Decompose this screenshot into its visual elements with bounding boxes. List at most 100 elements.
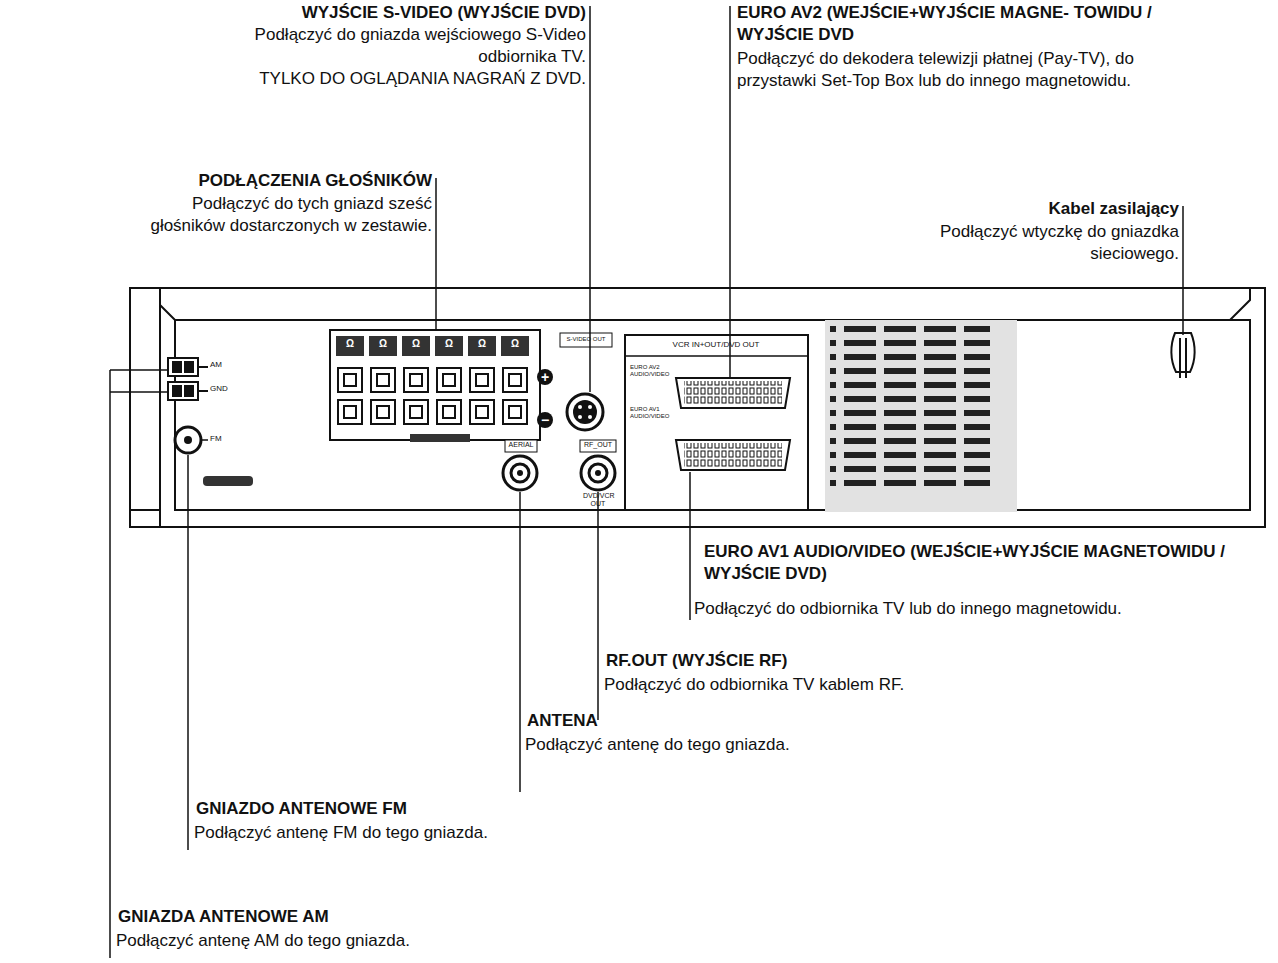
speaker-terminal — [443, 374, 455, 386]
panel-part — [203, 476, 253, 486]
speaker-terminal — [377, 374, 389, 386]
speaker-terminal — [503, 400, 527, 424]
drawing-group — [336, 336, 529, 424]
jack-symbol — [589, 464, 607, 482]
panel-marking: S-VIDEO OUT — [560, 336, 612, 343]
speaker-terminal — [404, 400, 428, 424]
outline-line — [597, 492, 599, 720]
panel-marking: Ω — [505, 338, 525, 349]
panel-part — [580, 440, 616, 452]
jack-symbol — [175, 427, 201, 453]
panel-marking: EURO AV2 AUDIO/VIDEO — [630, 364, 676, 377]
jack-symbol — [511, 464, 529, 482]
speaker-terminal — [338, 368, 362, 392]
jack-symbol — [573, 400, 597, 424]
callout-text: Podłączyć antenę FM do tego gniazda. — [194, 822, 614, 844]
panel-part — [684, 443, 782, 467]
drawing-group — [168, 358, 208, 400]
panel-marking: VCR IN+OUT/DVD OUT — [626, 341, 806, 350]
outline-line — [110, 369, 168, 371]
callout-text: Podłączyć antenę do tego gniazda. — [525, 734, 925, 756]
callout-text: Podłączyć wtyczkę do gniazdka sieciowego… — [879, 221, 1179, 265]
callout-text: Podłączyć do odbiornika TV lub do innego… — [694, 598, 1274, 620]
speaker-terminal — [503, 368, 527, 392]
jack-symbol — [503, 456, 537, 490]
outline-line — [625, 355, 808, 357]
speaker-terminal — [443, 406, 455, 418]
speaker-terminal — [470, 400, 494, 424]
jack-symbol — [581, 456, 615, 490]
jack-symbol — [588, 415, 592, 419]
speaker-terminal — [509, 374, 521, 386]
panel-part — [625, 335, 808, 510]
panel-part — [173, 386, 181, 396]
speaker-label-plate — [468, 336, 496, 356]
outline-line — [1180, 338, 1186, 378]
panel-part — [560, 333, 612, 347]
panel-part — [185, 362, 193, 372]
speaker-label-plate — [369, 336, 397, 356]
callout-heading: RF.OUT (WYJŚCIE RF) — [606, 650, 906, 672]
speaker-terminal — [509, 406, 521, 418]
callout-text: TYLKO DO OGLĄDANIA NAGRAŃ Z DVD. — [126, 68, 586, 90]
speaker-terminal — [404, 368, 428, 392]
speaker-label-plate — [501, 336, 529, 356]
panel-marking: EURO AV1 AUDIO/VIDEO — [630, 406, 676, 419]
speaker-label-plate — [336, 336, 364, 356]
callout-heading: GNIAZDO ANTENOWE FM — [196, 798, 516, 820]
outline-line — [160, 288, 1250, 320]
panel-part — [168, 382, 198, 400]
panel-marking: Ω — [472, 338, 492, 349]
jack-symbol — [578, 415, 582, 419]
speaker-terminal — [476, 374, 488, 386]
panel-marking: Ω — [340, 338, 360, 349]
outline-line — [198, 367, 208, 391]
outline-line — [110, 391, 168, 393]
speaker-terminal — [338, 400, 362, 424]
panel-part — [830, 326, 990, 494]
speaker-terminal — [410, 374, 422, 386]
speaker-terminal — [410, 406, 422, 418]
panel-part — [684, 381, 782, 405]
outline-line — [187, 455, 189, 850]
outline-line — [109, 370, 111, 958]
speaker-terminal — [377, 406, 389, 418]
panel-marking: AERIAL — [505, 441, 537, 449]
panel-marking: AM — [210, 361, 250, 370]
panel-part — [410, 434, 470, 442]
speaker-label-plate — [402, 336, 430, 356]
outline-line — [729, 6, 731, 378]
speaker-terminal — [470, 368, 494, 392]
speaker-terminal — [371, 400, 395, 424]
callout-text: Podłączyć do dekodera telewizji płatnej … — [737, 48, 1217, 92]
outline-line — [201, 439, 208, 441]
panel-part — [505, 440, 537, 452]
callout-heading: EURO AV2 (WEJŚCIE+WYJŚCIE MAGNE- TOWIDU … — [737, 2, 1192, 46]
speaker-terminal — [371, 368, 395, 392]
drawing-group — [110, 6, 1183, 958]
jack-symbol — [578, 405, 582, 409]
outline-line — [175, 320, 1250, 510]
panel-marking: RF_OUT — [580, 441, 616, 449]
outline-line — [130, 509, 160, 511]
jack-symbol — [517, 470, 523, 476]
outline-line — [589, 6, 591, 392]
panel-marking: Ω — [373, 338, 393, 349]
jack-symbol — [567, 394, 603, 430]
callout-heading: PODŁĄCZENIA GŁOŚNIKÓW — [112, 170, 432, 192]
callout-heading: GNIAZDA ANTENOWE AM — [118, 906, 438, 928]
outline-line — [676, 440, 790, 470]
panel-part — [185, 386, 193, 396]
panel-marking: + — [537, 368, 553, 386]
drawing-group — [130, 288, 1265, 527]
speaker-terminal — [344, 406, 356, 418]
jack-symbol — [595, 470, 601, 476]
outline-line — [519, 492, 521, 792]
panel-marking: Ω — [406, 338, 426, 349]
panel-part — [330, 330, 540, 440]
callout-text: Podłączyć do gniazda wejściowego S-Video… — [196, 24, 586, 68]
speaker-terminal — [476, 406, 488, 418]
outline-line — [1171, 333, 1194, 372]
